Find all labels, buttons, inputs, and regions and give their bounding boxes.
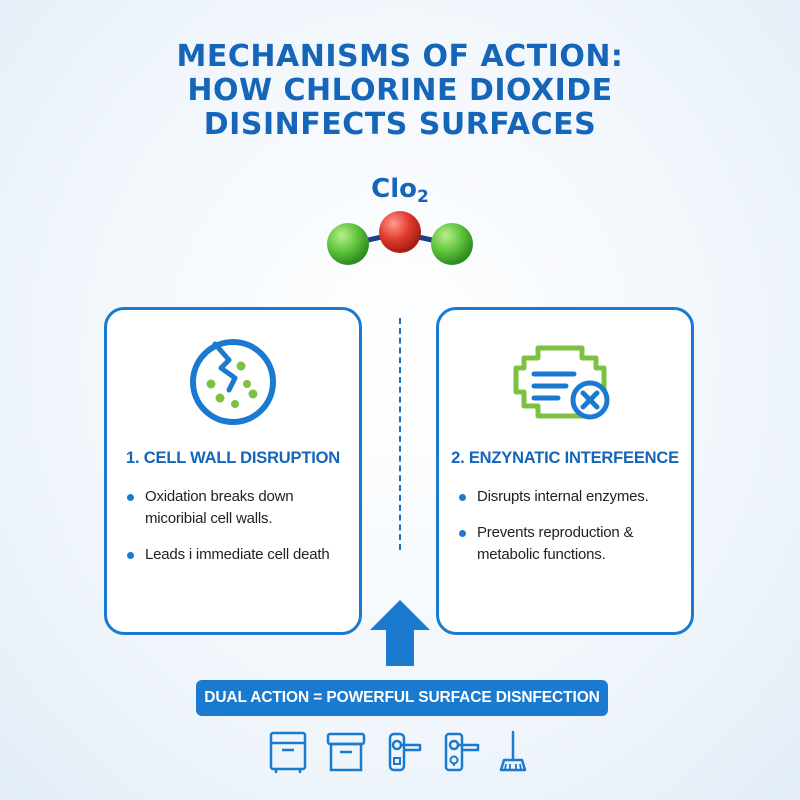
card-cell-wall-disruption: 1. CELL WALL DISRUPTION Oxidation breaks… [104, 307, 362, 635]
surface-icons-row [0, 730, 800, 778]
list-item: Oxidation breaks down micoribial cell wa… [123, 486, 351, 530]
molecule-icon [327, 211, 473, 265]
bullet-icon [127, 552, 134, 559]
card-bullet-list: Disrupts internal enzymes. Prevents repr… [455, 486, 683, 580]
page-title: MECHANISMS OF ACTION: HOW CHLORINE DIOXI… [0, 40, 800, 142]
dual-action-banner: DUAL ACTION = POWERFUL SURFACE DISNFECTI… [196, 680, 608, 716]
formula-subscript: 2 [417, 187, 429, 207]
door-handle-icon [388, 732, 422, 772]
card-heading: 1. CELL WALL DISRUPTION [126, 449, 340, 467]
storage-box-icon [326, 732, 366, 772]
list-item: Leads i immediate cell death [123, 544, 351, 566]
divider-line [399, 318, 401, 550]
chlorine-atom-left [327, 223, 369, 265]
title-line-2: HOW CHLORINE DIOXIDE [187, 73, 613, 108]
cabinet-icon [269, 731, 307, 773]
list-item: Prevents reproduction & metabolic functi… [455, 522, 683, 566]
bullet-icon [127, 494, 134, 501]
card-heading: 2. ENZYNATIC INTERFEENCE [451, 449, 679, 467]
broken-cell-icon [190, 339, 276, 425]
chlorine-atom-right [431, 223, 473, 265]
card-bullet-list: Oxidation breaks down micoribial cell wa… [123, 486, 351, 580]
bullet-icon [459, 530, 466, 537]
card-enzymatic-interference: 2. ENZYNATIC INTERFEENCE Disrupts intern… [436, 307, 694, 635]
list-item: Disrupts internal enzymes. [455, 486, 683, 508]
up-arrow-icon [370, 600, 430, 666]
mop-icon [499, 730, 527, 772]
door-lock-handle-icon [444, 732, 480, 772]
formula-main: Clo [371, 174, 417, 204]
enzyme-blocked-icon [513, 345, 610, 420]
chemical-formula: Clo2 [0, 174, 800, 207]
title-line-3: DISINFECTS SURFACES [203, 107, 597, 142]
bullet-icon [459, 494, 466, 501]
title-line-1: MECHANISMS OF ACTION: [176, 39, 624, 74]
oxygen-atom [379, 211, 421, 253]
